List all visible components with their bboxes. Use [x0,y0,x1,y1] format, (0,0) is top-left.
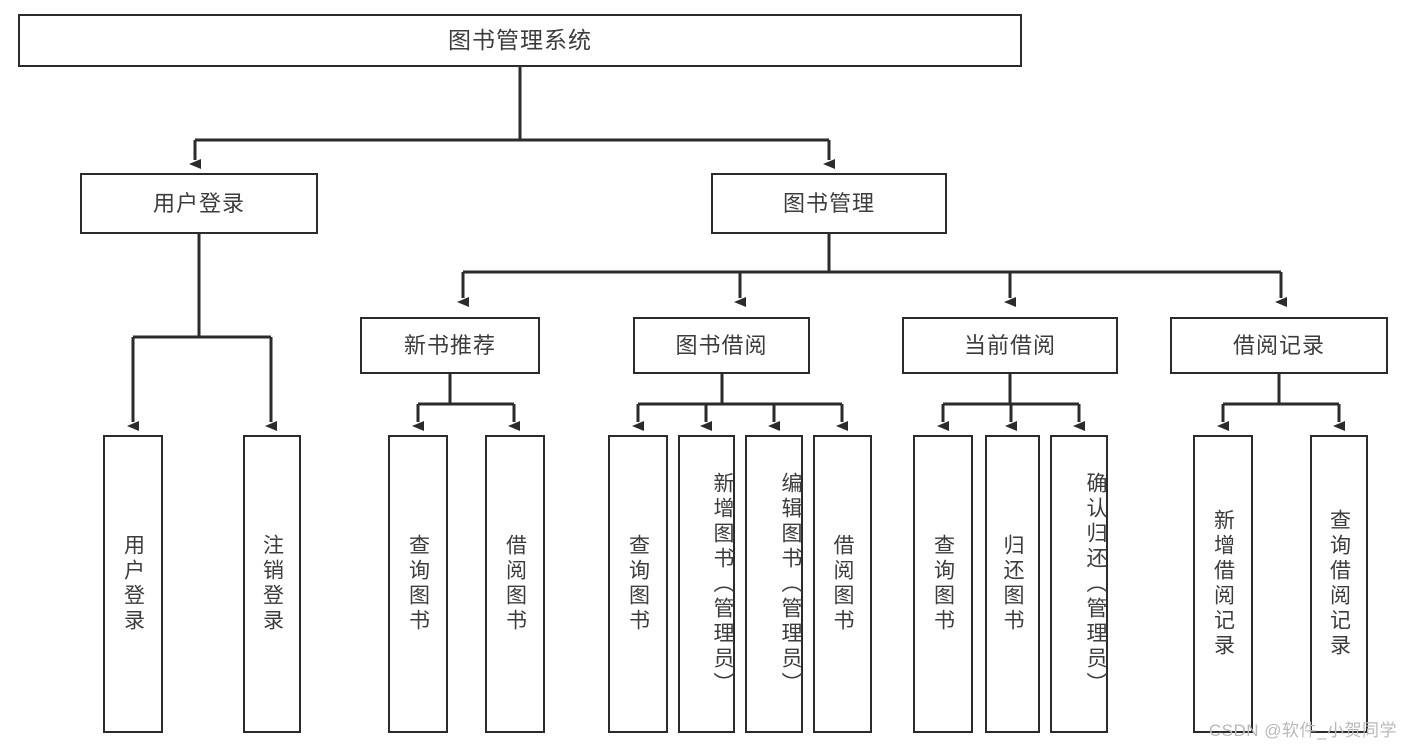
leaf-record-add-record[interactable]: 新增借阅记录 [1193,435,1253,733]
leaf-current-return-book[interactable]: 归还图书 [985,435,1040,733]
leaf-record-query-record[interactable]: 查询借阅记录 [1310,435,1368,733]
leaf-borrow-edit-book-admin[interactable]: 编辑图书（管理员） [745,435,803,733]
node-current-borrow[interactable]: 当前借阅 [902,317,1118,374]
watermark-text: CSDN @软件_小贺同学 [1208,721,1397,740]
leaf-user-login-login[interactable]: 用户登录 [103,435,163,733]
leaf-borrow-add-book-admin[interactable]: 新增图书（管理员） [678,435,735,733]
leaf-new-book-borrow[interactable]: 借阅图书 [485,435,545,733]
leaf-user-login-logout[interactable]: 注销登录 [243,435,301,733]
leaf-borrow-borrow-book[interactable]: 借阅图书 [813,435,872,733]
leaf-current-confirm-return-admin[interactable]: 确认归还（管理员） [1050,435,1108,733]
node-user-login[interactable]: 用户登录 [80,173,318,234]
node-book-borrow[interactable]: 图书借阅 [633,317,810,374]
node-root-system[interactable]: 图书管理系统 [18,14,1022,67]
node-book-management[interactable]: 图书管理 [711,173,947,234]
leaf-current-query-book[interactable]: 查询图书 [913,435,973,733]
leaf-borrow-query-book[interactable]: 查询图书 [608,435,668,733]
leaf-new-book-query[interactable]: 查询图书 [388,435,448,733]
node-borrow-record[interactable]: 借阅记录 [1170,317,1388,374]
node-new-book-recommend[interactable]: 新书推荐 [360,317,540,374]
